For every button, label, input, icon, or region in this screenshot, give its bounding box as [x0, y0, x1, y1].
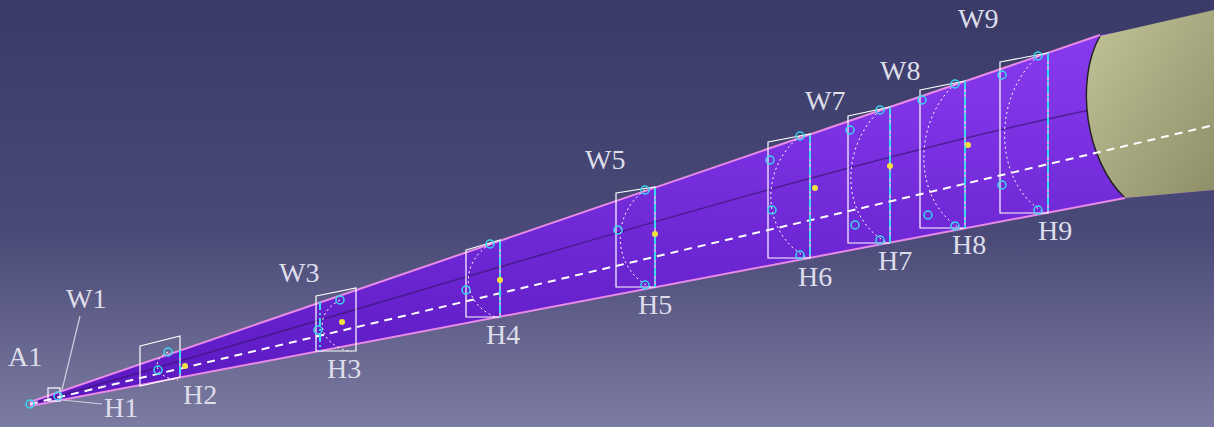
station-label: H4 [486, 320, 520, 350]
station-label: H6 [798, 262, 832, 292]
station-label: H3 [327, 354, 361, 384]
station-label: H8 [952, 230, 986, 260]
station-label: W8 [880, 56, 920, 86]
station-label: H9 [1038, 216, 1072, 246]
station-label: H7 [878, 246, 912, 276]
station-label: W7 [805, 86, 845, 116]
station-label: H5 [638, 290, 672, 320]
station-label: W9 [958, 4, 998, 34]
station-label: H2 [183, 380, 217, 410]
station-label: A1 [8, 342, 42, 372]
station-label: W5 [585, 145, 625, 175]
station-label: W1 [66, 284, 106, 314]
station-label: W3 [279, 258, 319, 288]
station-label: H1 [104, 393, 138, 423]
